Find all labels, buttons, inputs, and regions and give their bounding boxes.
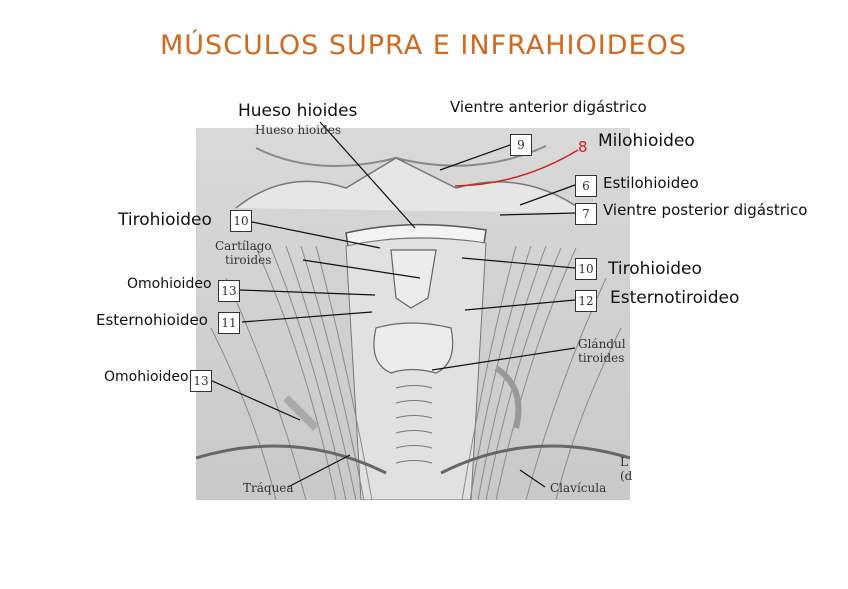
neck-muscles-illustration (196, 128, 630, 500)
number-box-10-left: 10 (230, 210, 252, 232)
printed-hueso-hioides: Hueso hioides (255, 123, 342, 137)
number-box-11: 11 (218, 312, 240, 334)
printed-tiroides: tiroides (225, 253, 272, 267)
printed-glandula: Glándul (578, 337, 626, 351)
printed-traquea: Tráquea (243, 481, 294, 495)
printed-edge-d: (d (620, 469, 633, 483)
label-omohioideo-lower: Omohioideo (104, 369, 189, 385)
label-esternohioideo-left: Esternohioideo (96, 311, 208, 329)
label-estilohioideo: Estilohioideo (603, 174, 699, 192)
label-tirohioideo-left: Tirohioideo (118, 210, 212, 230)
label-milohioideo: Milohioideo (598, 131, 695, 151)
page-title: MÚSCULOS SUPRA E INFRAHIOIDEOS (160, 30, 687, 61)
printed-glandula-tiroides: tiroides (578, 351, 625, 365)
label-hueso-hioides: Hueso hioides (238, 101, 358, 121)
number-box-10-right: 10 (575, 258, 597, 280)
number-box-7: 7 (575, 203, 597, 225)
number-box-12: 12 (575, 290, 597, 312)
label-vientre-posterior-digastrico: Vientre posterior digástrico (603, 201, 808, 219)
label-omohioideo-left: Omohioideo (127, 276, 212, 292)
label-vientre-anterior-digastrico: Vientre anterior digástrico (450, 98, 647, 116)
printed-edge-l: L (620, 455, 628, 469)
number-box-6: 6 (575, 175, 597, 197)
number-box-13-lower: 13 (190, 370, 212, 392)
number-box-9: 9 (510, 134, 532, 156)
milohioideo-pointer-mark: 8 (578, 138, 588, 156)
printed-cartilago: Cartílago (215, 239, 272, 253)
number-box-13-upper: 13 (218, 280, 240, 302)
label-tirohioideo-right: Tirohioideo (608, 259, 702, 279)
anatomy-drawing (196, 145, 630, 500)
printed-clavicula: Clavícula (550, 481, 607, 495)
label-esternotiroideo-right: Esternotiroideo (610, 288, 740, 308)
milohioideo-pointer-line (454, 149, 579, 187)
